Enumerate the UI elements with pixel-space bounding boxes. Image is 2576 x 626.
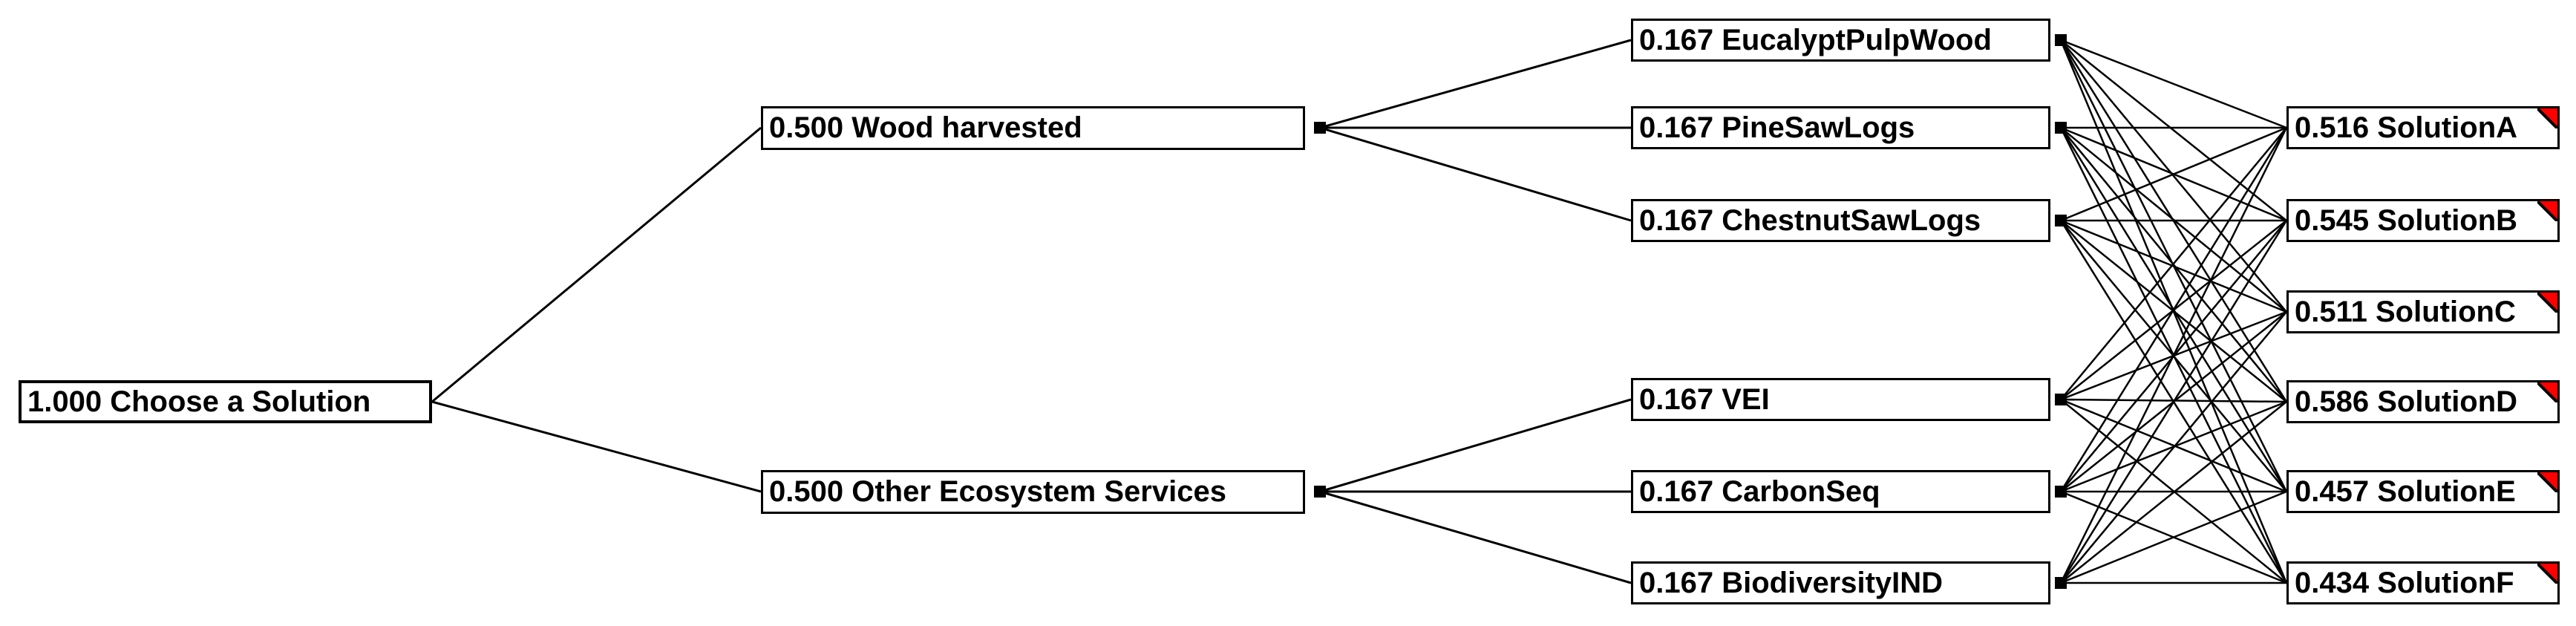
node-label: 0.500 Wood harvested [769,111,1082,144]
wood-branch-lines [1319,39,1632,222]
node-vei[interactable]: 0.167 VEI [1631,378,2050,421]
node-solution-c[interactable]: 0.511 SolutionC [2286,290,2560,333]
red-corner-flag-icon [2537,293,2557,313]
node-label: 0.167 BiodiversityIND [1639,566,1944,599]
node-biodiversity-ind[interactable]: 0.167 BiodiversityIND [1631,561,2050,604]
node-eucalypt-pulpwood[interactable]: 0.167 EucalyptPulpWood [1631,19,2050,62]
node-solution-d[interactable]: 0.586 SolutionD [2286,380,2560,423]
criteria-to-solution-lines [2059,39,2288,584]
node-solution-f[interactable]: 0.434 SolutionF [2286,561,2560,604]
red-corner-flag-icon [2537,564,2557,584]
red-corner-flag-icon [2537,108,2557,128]
node-solution-e[interactable]: 0.457 SolutionE [2286,470,2560,513]
red-corner-flag-icon [2537,201,2557,221]
node-label: 0.434 SolutionF [2295,566,2514,599]
node-chestnut-sawlogs[interactable]: 0.167 ChestnutSawLogs [1631,199,2050,242]
node-wood-harvested[interactable]: 0.500 Wood harvested [761,106,1305,150]
branch-junction-squares [1314,34,2067,589]
red-corner-flag-icon [2537,472,2557,492]
node-label: 0.586 SolutionD [2295,385,2518,418]
node-goal-choose-a-solution[interactable]: 1.000 Choose a Solution [19,380,432,423]
node-label: 0.511 SolutionC [2295,295,2516,328]
node-label: 0.500 Other Ecosystem Services [769,475,1226,508]
node-pine-sawlogs[interactable]: 0.167 PineSawLogs [1631,106,2050,149]
node-label: 1.000 Choose a Solution [27,385,371,418]
node-solution-b[interactable]: 0.545 SolutionB [2286,199,2560,242]
node-solution-a[interactable]: 0.516 SolutionA [2286,106,2560,149]
red-corner-flag-icon [2537,382,2557,402]
root-branch-lines [431,126,762,493]
node-label: 0.167 VEI [1639,382,1770,416]
node-label: 0.167 CarbonSeq [1639,475,1880,508]
node-label: 0.516 SolutionA [2295,111,2518,144]
node-label: 0.167 EucalyptPulpWood [1639,23,1992,56]
other-branch-lines [1319,398,1632,584]
node-label: 0.167 ChestnutSawLogs [1639,203,1981,237]
node-label: 0.167 PineSawLogs [1639,111,1915,144]
node-carbonseq[interactable]: 0.167 CarbonSeq [1631,470,2050,513]
node-label: 0.457 SolutionE [2295,475,2516,508]
node-label: 0.545 SolutionB [2295,203,2518,237]
node-other-ecosystem-services[interactable]: 0.500 Other Ecosystem Services [761,470,1305,514]
